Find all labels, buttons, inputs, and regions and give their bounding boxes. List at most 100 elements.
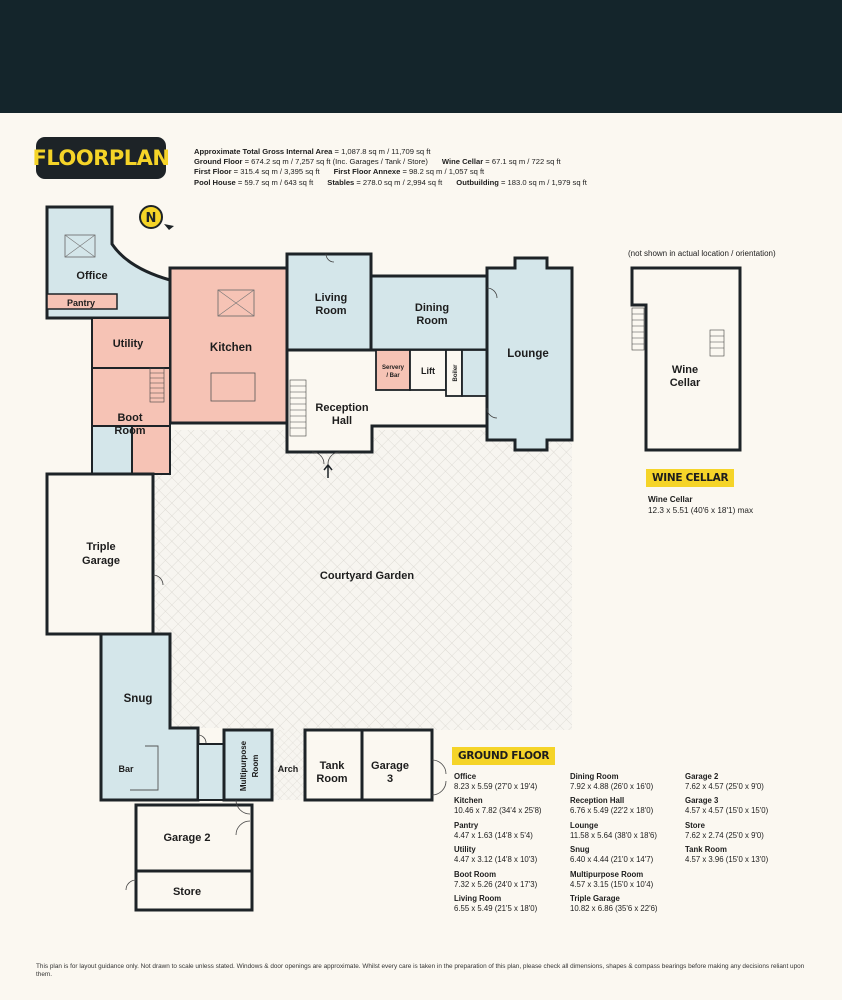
cloakroom-wc — [461, 349, 488, 397]
label-servery-line1: Servery — [382, 365, 405, 371]
office-skylight — [64, 234, 96, 258]
label-garage3-line1: Garage — [371, 760, 409, 772]
ground-floor-tag: GROUND FLOOR — [452, 747, 556, 765]
label-pantry: Pantry — [67, 298, 95, 308]
kitchen-island — [210, 372, 256, 402]
label-tank-room-line1: Tank — [320, 760, 346, 772]
boot-stairs — [149, 367, 165, 403]
area-line-ground: Ground Floor = 674.2 sq m / 7,257 sq ft … — [194, 157, 561, 167]
floorplan-badge: FLOORPLAN — [33, 137, 170, 179]
arch-floor — [272, 730, 305, 800]
floorplan-title: FLOORPLAN — [32, 146, 170, 170]
north-arrow-icon — [164, 224, 174, 230]
label-dining-room-line1: Dining — [415, 302, 449, 314]
area-line-total: Approximate Total Gross Internal Area = … — [194, 147, 431, 156]
wine-cellar — [630, 266, 742, 452]
label-lounge: Lounge — [507, 348, 549, 360]
label-triple-garage-line1: Triple — [86, 541, 115, 553]
label-utility: Utility — [113, 338, 144, 350]
label-bar: Bar — [118, 764, 134, 774]
wine-cellar-size: 12.3 x 5.51 (40'6 x 18'1) max — [648, 505, 754, 515]
garage-3 — [360, 728, 434, 802]
label-living-room-line1: Living — [315, 292, 347, 304]
label-reception-line2: Hall — [332, 415, 352, 427]
triple-garage — [45, 472, 155, 636]
reception-stairs — [289, 379, 307, 437]
living-room — [285, 252, 373, 352]
bar-counter — [130, 745, 159, 791]
label-arch: Arch — [278, 764, 299, 774]
dining-room — [369, 274, 489, 352]
label-boiler: Boiler — [453, 364, 459, 382]
servery-bar — [375, 349, 411, 391]
pantry-room — [46, 293, 118, 310]
label-boot-room-line2: Room — [114, 425, 145, 437]
label-wine-cellar-line1: Wine — [672, 364, 698, 376]
header-band — [0, 0, 842, 113]
lift — [409, 349, 447, 391]
label-tank-room-line2: Room — [316, 773, 347, 785]
label-wine-cellar-line2: Cellar — [670, 377, 701, 389]
label-garage2: Garage 2 — [163, 832, 210, 844]
label-living-room-line2: Room — [315, 305, 346, 317]
wine-cellar-dimensions: Wine Cellar 12.3 x 5.51 (40'6 x 18'1) ma… — [648, 495, 753, 516]
label-reception-line1: Reception — [315, 402, 368, 414]
multipurpose-room — [222, 728, 274, 802]
label-kitchen: Kitchen — [210, 342, 252, 354]
label-store: Store — [173, 886, 201, 898]
wine-cellar-orientation-note: (not shown in actual location / orientat… — [628, 249, 776, 258]
wine-cellar-stairs — [631, 307, 725, 357]
label-lift: Lift — [421, 366, 435, 376]
kitchen-skylight — [217, 289, 255, 317]
label-dining-room-line2: Room — [416, 315, 447, 327]
label-garage3-line2: 3 — [387, 773, 393, 785]
wine-cellar-tag: WINE CELLAR — [646, 469, 735, 487]
kitchen-room — [168, 266, 289, 425]
label-snug: Snug — [124, 693, 153, 705]
snug-room — [99, 632, 200, 802]
entrance-arrow-icon — [323, 463, 333, 478]
label-boot-room-line1: Boot — [117, 412, 142, 424]
garage-2 — [134, 803, 254, 873]
label-triple-garage-line2: Garage — [82, 555, 120, 567]
compass-badge — [139, 205, 163, 229]
label-multipurpose-line1: Multipurpose — [239, 740, 248, 791]
area-summary: Approximate Total Gross Internal Area = … — [194, 147, 587, 188]
snug-wc — [197, 743, 225, 801]
compass: N — [139, 205, 174, 230]
lounge-room — [485, 256, 574, 452]
store-room — [134, 869, 254, 912]
label-servery-line2: / Bar — [386, 373, 400, 379]
label-multipurpose-line2: Room — [251, 755, 260, 778]
label-office: Office — [76, 270, 107, 282]
wine-cellar-name: Wine Cellar — [648, 495, 693, 504]
courtyard-garden — [153, 430, 572, 800]
compass-letter: N — [146, 211, 157, 226]
label-courtyard: Courtyard Garden — [320, 570, 414, 582]
disclaimer: This plan is for layout guidance only. N… — [36, 963, 805, 979]
room-labels: Office Pantry Utility Kitchen Boot Room … — [67, 270, 701, 898]
door-swings — [125, 253, 498, 891]
